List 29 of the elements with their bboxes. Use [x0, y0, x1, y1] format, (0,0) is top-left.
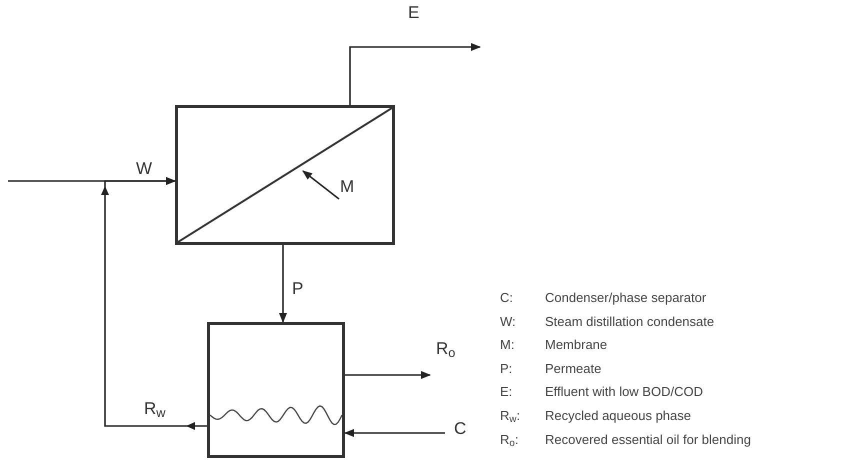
legend-key: C:: [500, 291, 513, 304]
legend-key: M:: [500, 338, 514, 352]
edge-label: R$_{w}$: [144, 400, 166, 417]
membrane-module: [175, 105, 395, 245]
legend-description: Permeate: [545, 362, 602, 375]
legend-key: R$_{o}$:: [500, 432, 518, 446]
edge-label: E: [408, 4, 420, 21]
callout-letter: M: [340, 178, 354, 195]
edge-label: R$_{o}$: [436, 340, 456, 357]
legend-description: Effluent with low BOD/COD: [545, 385, 703, 398]
edge-label: P: [292, 280, 304, 297]
separator-vessel: [207, 322, 345, 458]
legend-key: R$_{w}$:: [500, 409, 520, 422]
edge-label: C: [454, 420, 466, 437]
legend-key: W:: [500, 314, 516, 328]
legend-description: Recycled aqueous phase: [545, 409, 691, 422]
flow-arrow: [101, 177, 207, 430]
leader-line: [302, 170, 340, 200]
legend-description: Membrane: [545, 338, 608, 352]
flow-arrow: [279, 245, 287, 323]
flow-arrow: [349, 43, 481, 105]
legend-description: Condenser/phase separator: [545, 291, 706, 304]
legend-description: Recovered essential oil for blending: [545, 432, 751, 446]
flow-arrow: [345, 371, 431, 379]
edge-label: W: [136, 160, 152, 177]
legend-key: P:: [500, 362, 512, 375]
flow-arrow: [344, 429, 445, 437]
legend-description: Steam distillation condensate: [545, 314, 714, 328]
legend-key: E:: [500, 385, 512, 398]
